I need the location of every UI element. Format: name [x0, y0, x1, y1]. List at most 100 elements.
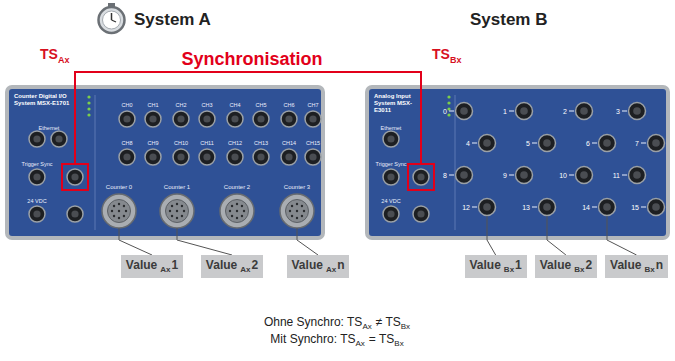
formula-text: = TS [369, 332, 394, 346]
channel-tick [569, 111, 574, 112]
connector-socket [456, 167, 473, 184]
channel-tick [532, 143, 537, 144]
connector-socket [119, 149, 135, 165]
connector-socket [599, 135, 616, 152]
connector-socket [539, 135, 556, 152]
counter-connector [280, 194, 314, 228]
connector-pin [181, 215, 183, 217]
socket-core [71, 210, 78, 217]
panel-divider [455, 95, 456, 230]
connector-socket [173, 111, 189, 127]
channel-number: 7 [635, 140, 639, 147]
socket-ring [599, 135, 616, 152]
connector-face [108, 200, 131, 223]
channel-number: 3 [616, 108, 620, 115]
connector-socket [67, 169, 83, 185]
timestamp-label: TSAx [40, 46, 69, 65]
connector-pin [241, 205, 243, 207]
port-label: 24 VDC [381, 198, 400, 204]
channel-number: 6 [586, 140, 590, 147]
value-word: Value [540, 258, 571, 272]
connector-pin [125, 210, 127, 212]
channel-tick [592, 143, 597, 144]
socket-core [231, 153, 238, 160]
connector-pin [303, 210, 305, 212]
value-box: ValueBx1 [465, 255, 527, 278]
connector-pin [229, 210, 231, 212]
socket-ring [576, 103, 593, 120]
stopwatch-icon [99, 3, 125, 33]
socket-ring [119, 149, 135, 165]
leader-line [297, 228, 298, 240]
status-led [447, 107, 450, 110]
channel-tick [569, 175, 574, 176]
socket-core [123, 153, 130, 160]
connector-pin [241, 215, 243, 217]
connector-ring [102, 194, 136, 228]
socket-core [177, 115, 184, 122]
socket-core [417, 173, 424, 180]
socket-core [309, 115, 316, 122]
status-led [87, 101, 90, 104]
timestamp-symbol: TS [40, 46, 58, 62]
channel-tick [509, 175, 514, 176]
value-subscript: Bx [504, 265, 514, 274]
channel-label: CH15 [306, 140, 320, 146]
channel-tick [472, 207, 477, 208]
value-word: Value [292, 258, 323, 272]
device-name: Counter Digital I/O System MSX-E1701 [14, 93, 70, 107]
connector-socket [305, 149, 321, 165]
socket-core [543, 203, 551, 211]
connector-socket [648, 199, 665, 216]
channel-label: CH0 [121, 102, 132, 108]
connector-socket [281, 111, 297, 127]
socket-ring [199, 149, 215, 165]
socket-ring [629, 103, 646, 120]
counter-label: Counter 1 [164, 184, 190, 190]
socket-ring [383, 169, 399, 185]
socket-core [203, 153, 210, 160]
value-box: ValueAx2 [201, 255, 263, 278]
socket-core [149, 115, 156, 122]
socket-core [55, 135, 62, 142]
connector-pin [123, 215, 125, 217]
socket-core [257, 115, 264, 122]
connector-socket [199, 149, 215, 165]
leader-connector [177, 240, 232, 255]
connector-socket [456, 103, 473, 120]
connector-socket [479, 135, 496, 152]
value-box: ValueBxn [605, 255, 668, 278]
counter-label: Counter 2 [224, 184, 250, 190]
connector-pin [111, 210, 113, 212]
connector-socket [29, 169, 45, 185]
connector-socket [413, 169, 429, 185]
connector-ring [280, 194, 314, 228]
value-index: 1 [515, 258, 522, 272]
value-subscript: Ax [160, 265, 170, 274]
connector-ring [220, 194, 254, 228]
formula-text: ≠ TS [376, 315, 401, 329]
channel-label: CH14 [282, 140, 296, 146]
channel-tick [472, 143, 477, 144]
channel-label: CH10 [174, 140, 188, 146]
status-led [447, 101, 450, 104]
channel-label: CH9 [147, 140, 158, 146]
connector-pin [236, 217, 238, 219]
value-subscript: Bx [574, 265, 584, 274]
connector-pin [176, 217, 178, 219]
socket-ring [456, 167, 473, 184]
socket-ring [29, 131, 45, 147]
status-led [87, 113, 90, 116]
formula-subscript: Ax [362, 322, 371, 331]
socket-core [33, 210, 40, 217]
connector-pin [183, 210, 185, 212]
channel-number: 9 [503, 172, 507, 179]
panel-divider [95, 95, 96, 230]
socket-core [520, 171, 528, 179]
port-label: Ethernet [39, 125, 60, 131]
connector-face [226, 200, 249, 223]
socket-ring [456, 103, 473, 120]
socket-ring [67, 169, 83, 185]
socket-ring [479, 135, 496, 152]
channel-label: CH11 [200, 140, 214, 146]
